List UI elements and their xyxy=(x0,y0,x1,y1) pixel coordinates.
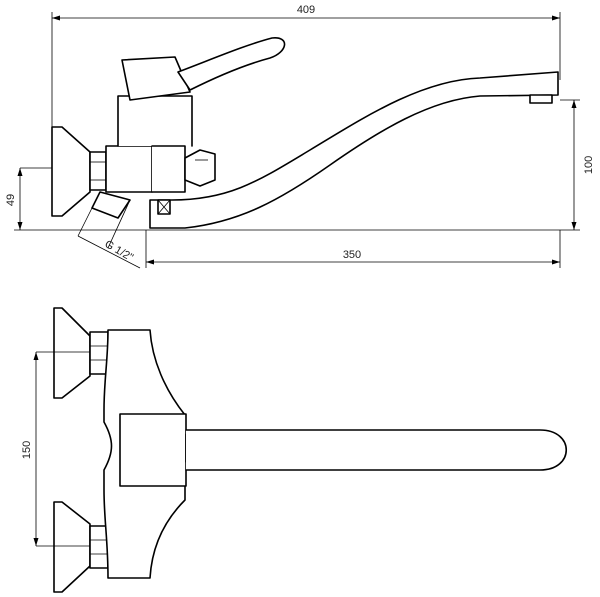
dim-150-label: 150 xyxy=(21,441,33,459)
dim-350-label: 350 xyxy=(343,249,361,261)
wall-flange-side xyxy=(51,126,91,217)
dim-overall-width: 409 xyxy=(51,4,561,130)
wall-flange-top-upper xyxy=(53,307,109,399)
dim-spout-height: 100 xyxy=(560,99,595,230)
dim-100-label: 100 xyxy=(583,156,595,174)
thread-label: G 1/2" xyxy=(103,238,136,264)
top-view: 150 xyxy=(21,307,567,593)
mixer-body-side xyxy=(105,37,286,193)
dim-409-label: 409 xyxy=(297,4,315,16)
wall-flange-top-lower xyxy=(53,501,109,593)
side-view: 409 xyxy=(5,4,595,269)
dim-49-label: 49 xyxy=(5,194,17,206)
dim-spout-reach: 350 xyxy=(145,230,561,268)
dim-inlet-height: 49 xyxy=(5,167,52,230)
spout-top xyxy=(185,429,567,471)
inlet-nut-side xyxy=(89,151,107,191)
dim-inlet-spacing: 150 xyxy=(21,351,90,547)
spout-side xyxy=(149,71,559,229)
